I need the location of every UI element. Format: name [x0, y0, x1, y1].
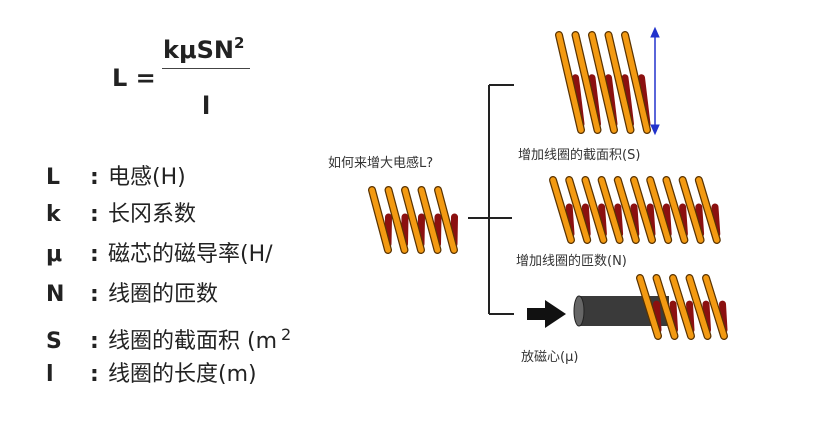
coil-turn	[686, 275, 711, 339]
coil-turn	[589, 32, 617, 133]
legend-symbol: l	[46, 362, 54, 387]
legend-colon: :	[90, 202, 99, 227]
core-coil	[636, 274, 728, 340]
legend-symbol: L	[46, 165, 61, 190]
coil-turn	[369, 187, 391, 253]
coil-turn	[598, 177, 623, 243]
coil-turn	[566, 177, 590, 243]
coil-turn	[653, 275, 678, 339]
coil-turn	[605, 32, 634, 133]
coil-turn	[703, 275, 727, 339]
legend-colon: :	[90, 329, 99, 354]
insert-arrow-icon	[527, 300, 566, 328]
legend-symbol: μ	[46, 242, 63, 267]
legend-symbol: S	[46, 329, 62, 354]
coil-turn	[550, 177, 574, 243]
coil-turn	[385, 187, 408, 253]
legend-symbol: N	[46, 282, 65, 307]
coil-turn	[663, 177, 688, 243]
legend-text: 线圈的长度(m)	[108, 362, 257, 387]
bracket-lines	[468, 84, 514, 315]
legend-colon: :	[90, 165, 99, 190]
legend-text: 长冈系数	[108, 202, 197, 227]
numerator-exponent: 2	[234, 34, 245, 52]
coil-turn	[679, 177, 704, 243]
coil-turn	[670, 275, 694, 339]
legend-text: 线圈的截面积 (m	[108, 329, 278, 354]
formula-denominator: l	[202, 92, 211, 120]
legend-row: N: 线圈的匝数	[46, 280, 218, 310]
formula-lhs: L =	[112, 64, 156, 92]
question-label: 如何来增大电感L?	[328, 156, 434, 171]
small-coil	[368, 186, 458, 254]
branch-area-label: 增加线圈的截面积(S)	[518, 148, 641, 163]
legend-row: μ: 磁芯的磁导率(H/	[46, 240, 273, 270]
legend-row: k: 长冈系数	[46, 200, 196, 230]
coil-turn	[647, 177, 671, 243]
branch-core-label: 放磁心(μ)	[521, 350, 579, 365]
coil-turn	[556, 32, 584, 133]
numerator-text: kμSN	[163, 36, 234, 64]
many-turns-coil	[549, 176, 721, 244]
branch-turns-label: 增加线圈的匝数(N)	[516, 254, 627, 269]
coil-turn	[418, 187, 441, 253]
legend-text: 线圈的匝数	[108, 282, 219, 307]
legend-superscript: 2	[281, 325, 292, 344]
coil-turn	[615, 177, 639, 243]
coil-turn	[637, 275, 661, 339]
legend-text: 电感(H)	[108, 165, 186, 190]
legend-text: 磁芯的磁导率(H/	[108, 242, 273, 267]
fraction-line	[162, 68, 250, 69]
large-area-coil	[555, 31, 651, 134]
coil-turn	[582, 177, 607, 243]
legend-colon: :	[90, 282, 99, 307]
legend-colon: :	[90, 242, 99, 267]
coil-turn	[572, 32, 601, 133]
coil-turn	[435, 187, 457, 253]
formula-numerator: kμSN2	[163, 34, 244, 64]
coil-turn	[696, 177, 720, 243]
coil-turn	[631, 177, 655, 243]
legend-row: L: 电感(H)	[46, 163, 186, 193]
legend-symbol: k	[46, 202, 61, 227]
legend-row: l: 线圈的长度(m)	[46, 360, 257, 390]
legend-colon: :	[90, 362, 99, 387]
coil-turn	[622, 32, 650, 133]
size-arrow-icon	[650, 26, 660, 136]
coil-turn	[402, 187, 424, 253]
